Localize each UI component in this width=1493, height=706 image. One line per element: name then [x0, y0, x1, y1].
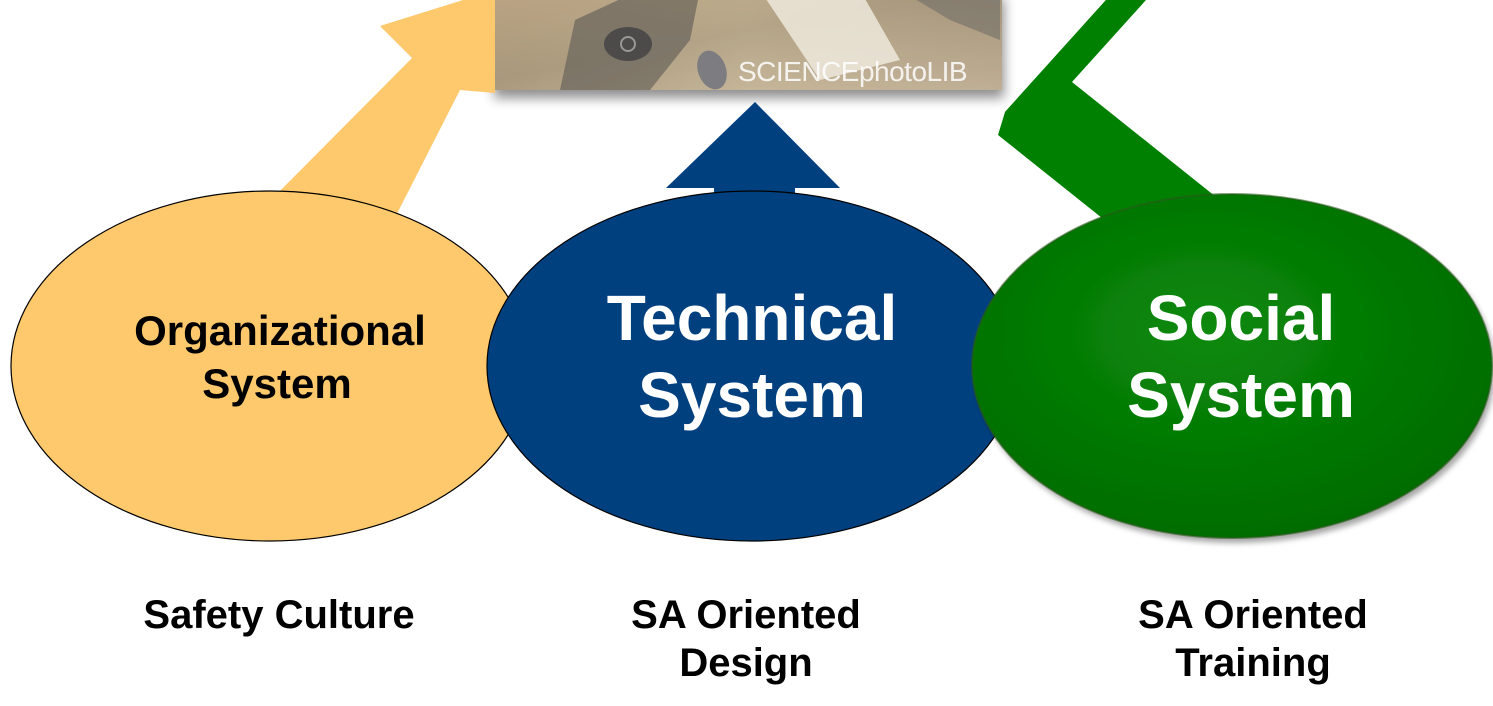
- social-label-line2: System: [1127, 359, 1355, 431]
- caption-sa-oriented-design: SA Oriented Design: [566, 591, 926, 687]
- technical-label-line2: System: [638, 359, 866, 431]
- caption-sa-oriented-training: SA Oriented Training: [1073, 591, 1433, 687]
- photo-watermark: SCIENCEphotoLIB: [738, 56, 967, 87]
- organizational-label-line1: Organizational: [134, 307, 426, 354]
- caption-training-line2: Training: [1175, 641, 1331, 685]
- caption-design-line2: Design: [679, 641, 813, 685]
- social-label-line1: Social: [1147, 282, 1336, 354]
- caption-safety-culture: Safety Culture: [99, 591, 459, 639]
- caption-design-line1: SA Oriented: [631, 593, 861, 637]
- social-ellipse: [972, 194, 1492, 538]
- caption-training-line1: SA Oriented: [1138, 593, 1368, 637]
- organizational-label-line2: System: [202, 360, 351, 407]
- technical-label-line1: Technical: [607, 282, 897, 354]
- caption-safety-culture-line1: Safety Culture: [143, 593, 415, 637]
- photo-image: [492, 0, 1002, 90]
